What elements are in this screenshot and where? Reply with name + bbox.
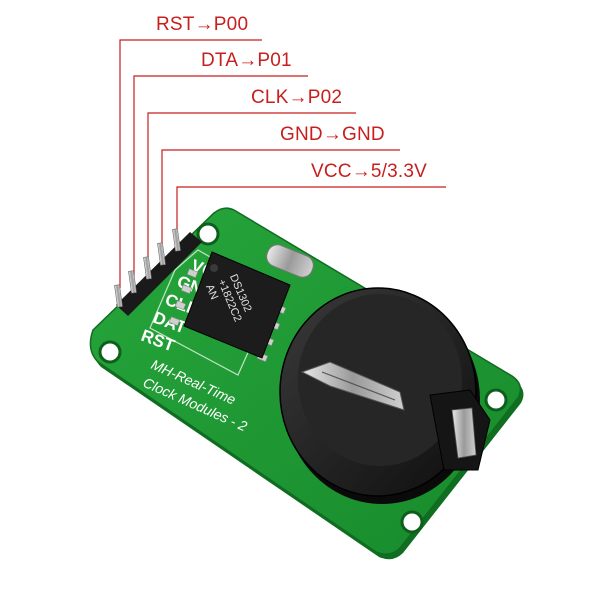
leader-line-gnd bbox=[161, 149, 400, 248]
pin-label-gnd: GND→GND bbox=[280, 124, 385, 145]
coin-cell-holder bbox=[279, 287, 491, 504]
leader-line-clk bbox=[147, 112, 356, 262]
leader-lines bbox=[119, 39, 446, 288]
leader-line-vcc bbox=[176, 186, 446, 232]
header-pins bbox=[114, 228, 202, 316]
leader-line-dta bbox=[133, 75, 308, 276]
mounting-holes bbox=[98, 222, 508, 534]
pin-label-dta: DTA→P01 bbox=[201, 50, 292, 71]
pin-label-rst: RST→P00 bbox=[156, 14, 249, 35]
leader-line-rst bbox=[119, 39, 262, 288]
crystal-oscillator bbox=[266, 244, 314, 278]
ds1302-chip: DS1302 +1822C2 AN bbox=[168, 251, 291, 363]
pin-label-vcc: VCC→5/3.3V bbox=[311, 161, 428, 182]
pin-label-clk: CLK→P02 bbox=[251, 87, 343, 108]
chip-label-3: AN bbox=[203, 283, 220, 302]
